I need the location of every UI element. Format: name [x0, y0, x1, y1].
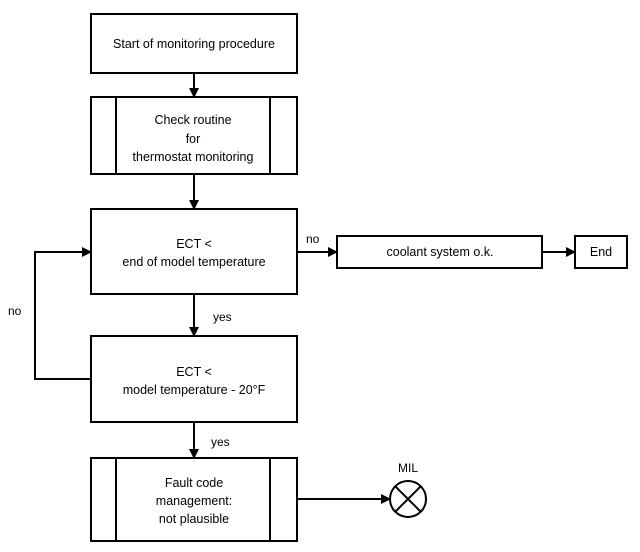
- edge-label-no-left: no: [8, 304, 22, 318]
- fault-code-box: Fault code management: not plausible: [90, 457, 298, 542]
- coolant-ok-box: coolant system o.k.: [336, 235, 543, 269]
- check-routine-line-2: for: [186, 132, 201, 146]
- decision-end-model-line-2: end of model temperature: [122, 255, 265, 269]
- start-box: Start of monitoring procedure: [90, 13, 298, 74]
- fault-code-line-2: management:: [156, 494, 232, 508]
- start-label: Start of monitoring procedure: [113, 37, 275, 51]
- decision-model-minus-box: ECT < model temperature - 20°F: [90, 335, 298, 423]
- end-label: End: [590, 245, 612, 259]
- edge-label-yes-2: yes: [211, 435, 230, 449]
- fault-code-line-3: not plausible: [159, 512, 229, 526]
- decision-end-model-line-1: ECT <: [176, 237, 212, 251]
- decision-model-minus-line-2: model temperature - 20°F: [123, 383, 266, 397]
- mil-lamp-icon: [389, 480, 427, 518]
- edge-label-yes-1: yes: [213, 310, 232, 324]
- fault-code-line-1: Fault code: [165, 476, 223, 490]
- arrow-loop-back-no: [34, 247, 92, 380]
- end-box: End: [574, 235, 628, 269]
- decision-model-minus-line-1: ECT <: [176, 365, 212, 379]
- check-routine-box: Check routine for thermostat monitoring: [90, 96, 298, 175]
- check-routine-line-3: thermostat monitoring: [133, 150, 254, 164]
- decision-end-model-box: ECT < end of model temperature: [90, 208, 298, 295]
- check-routine-line-1: Check routine: [154, 113, 231, 127]
- edge-label-no-right: no: [306, 232, 320, 246]
- mil-label: MIL: [398, 461, 418, 475]
- coolant-ok-label: coolant system o.k.: [387, 245, 494, 259]
